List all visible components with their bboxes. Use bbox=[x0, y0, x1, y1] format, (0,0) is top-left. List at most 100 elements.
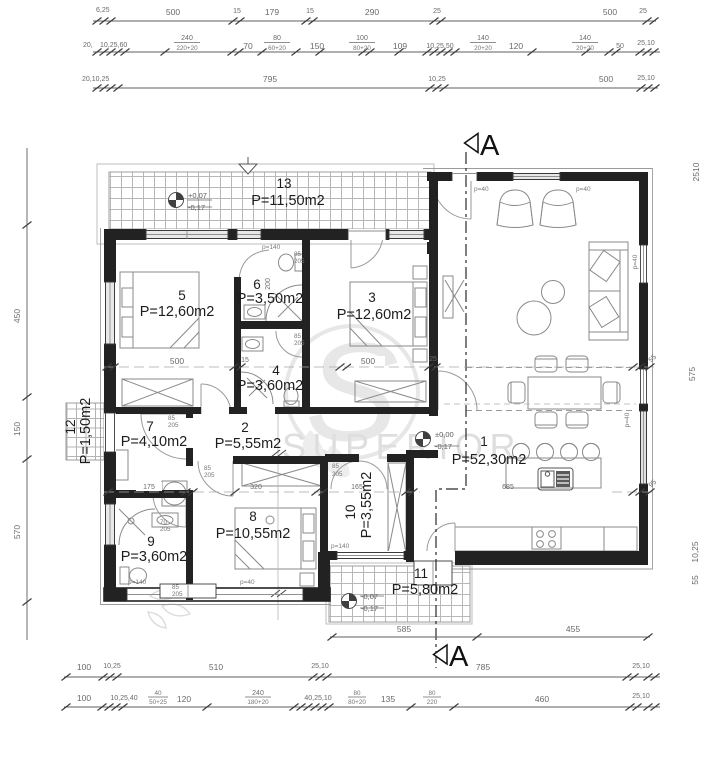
svg-text:85: 85 bbox=[172, 584, 180, 591]
svg-text:450: 450 bbox=[12, 309, 22, 323]
svg-text:100: 100 bbox=[356, 35, 368, 42]
svg-text:500: 500 bbox=[603, 7, 617, 17]
svg-text:p=140: p=140 bbox=[331, 543, 350, 550]
svg-text:11: 11 bbox=[414, 566, 428, 581]
svg-text:p=140: p=140 bbox=[262, 244, 281, 251]
svg-text:240: 240 bbox=[252, 690, 264, 697]
svg-text:A: A bbox=[449, 641, 469, 673]
svg-text:80: 80 bbox=[273, 35, 281, 42]
svg-text:13: 13 bbox=[276, 176, 291, 191]
svg-text:S: S bbox=[305, 313, 398, 470]
svg-text:P=3,55m2: P=3,55m2 bbox=[359, 472, 375, 539]
svg-text:25,10: 25,10 bbox=[311, 663, 329, 670]
svg-text:120: 120 bbox=[177, 694, 191, 704]
svg-text:140: 140 bbox=[579, 35, 591, 42]
svg-text:P=52,30m2: P=52,30m2 bbox=[452, 452, 527, 468]
svg-text:460: 460 bbox=[535, 694, 549, 704]
svg-text:80+20: 80+20 bbox=[353, 45, 371, 52]
svg-text:P=3,60m2: P=3,60m2 bbox=[237, 378, 304, 394]
svg-text:25: 25 bbox=[433, 8, 441, 15]
svg-text:85: 85 bbox=[204, 465, 212, 472]
svg-text:55: 55 bbox=[648, 354, 659, 365]
svg-text:P=12,60m2: P=12,60m2 bbox=[140, 304, 215, 320]
svg-text:95: 95 bbox=[648, 479, 659, 490]
svg-text:p=40: p=40 bbox=[240, 579, 255, 586]
svg-text:-0,17: -0,17 bbox=[188, 203, 205, 212]
svg-text:205: 205 bbox=[294, 258, 305, 265]
svg-text:-0,17: -0,17 bbox=[361, 604, 378, 613]
svg-text:510: 510 bbox=[209, 662, 223, 672]
svg-text:25,10: 25,10 bbox=[632, 663, 650, 670]
svg-text:12: 12 bbox=[63, 419, 78, 434]
svg-text:150: 150 bbox=[12, 422, 22, 436]
svg-text:50+25: 50+25 bbox=[149, 699, 167, 706]
svg-text:205: 205 bbox=[172, 591, 183, 598]
svg-text:500: 500 bbox=[361, 356, 375, 366]
svg-text:20+20: 20+20 bbox=[474, 45, 492, 52]
svg-text:±0,00: ±0,00 bbox=[435, 430, 454, 439]
svg-text:140: 140 bbox=[477, 35, 489, 42]
svg-text:20+20: 20+20 bbox=[576, 45, 594, 52]
svg-text:2: 2 bbox=[241, 420, 249, 435]
svg-text:P=11,50m2: P=11,50m2 bbox=[251, 193, 325, 209]
svg-text:7: 7 bbox=[146, 419, 154, 434]
svg-text:205: 205 bbox=[332, 471, 343, 478]
svg-text:100: 100 bbox=[77, 693, 91, 703]
svg-text:80+20: 80+20 bbox=[348, 699, 366, 706]
svg-text:25,10: 25,10 bbox=[632, 693, 650, 700]
svg-text:p=40: p=40 bbox=[576, 186, 591, 193]
svg-text:25,10: 25,10 bbox=[637, 75, 655, 82]
svg-text:205: 205 bbox=[168, 422, 179, 429]
svg-text:20,: 20, bbox=[83, 42, 93, 49]
svg-text:P=3,60m2: P=3,60m2 bbox=[121, 549, 188, 565]
svg-text:685: 685 bbox=[502, 484, 514, 491]
svg-text:10,25: 10,25 bbox=[428, 76, 446, 83]
svg-text:320: 320 bbox=[250, 484, 262, 491]
svg-text:25,10: 25,10 bbox=[637, 40, 655, 47]
svg-text:290: 290 bbox=[365, 7, 379, 17]
svg-text:55: 55 bbox=[690, 575, 700, 585]
svg-text:205: 205 bbox=[204, 472, 215, 479]
svg-text:785: 785 bbox=[476, 662, 490, 672]
svg-text:85: 85 bbox=[168, 415, 176, 422]
svg-text:70: 70 bbox=[243, 41, 253, 51]
svg-text:10,25,50: 10,25,50 bbox=[426, 43, 453, 50]
svg-text:p=40: p=40 bbox=[624, 412, 631, 427]
svg-text:10,25,40: 10,25,40 bbox=[110, 695, 137, 702]
svg-text:120: 120 bbox=[509, 41, 523, 51]
svg-text:2510: 2510 bbox=[691, 162, 701, 181]
svg-text:P=5,80m2: P=5,80m2 bbox=[392, 582, 459, 598]
svg-text:P=10,55m2: P=10,55m2 bbox=[216, 526, 291, 542]
svg-text:p=40: p=40 bbox=[632, 254, 639, 269]
svg-text:205: 205 bbox=[160, 526, 171, 533]
svg-text:10,25: 10,25 bbox=[103, 663, 121, 670]
svg-text:80: 80 bbox=[428, 690, 436, 697]
svg-text:109: 109 bbox=[393, 41, 407, 51]
svg-text:p=140: p=140 bbox=[128, 579, 147, 586]
svg-text:1: 1 bbox=[480, 434, 488, 449]
svg-text:4: 4 bbox=[272, 363, 280, 378]
svg-text:P=1,50m2: P=1,50m2 bbox=[78, 398, 94, 465]
svg-text:P=3,50m2: P=3,50m2 bbox=[237, 291, 304, 307]
svg-text:10: 10 bbox=[343, 504, 358, 519]
svg-text:455: 455 bbox=[566, 624, 580, 634]
svg-text:220+20: 220+20 bbox=[176, 45, 198, 52]
svg-text:40,25,10: 40,25,10 bbox=[304, 695, 331, 702]
svg-text:P=4,10m2: P=4,10m2 bbox=[121, 434, 188, 450]
svg-text:795: 795 bbox=[263, 74, 277, 84]
svg-text:8: 8 bbox=[249, 509, 257, 524]
svg-text:50: 50 bbox=[616, 43, 624, 50]
svg-text:25: 25 bbox=[639, 8, 647, 15]
svg-text:205: 205 bbox=[294, 340, 305, 347]
svg-text:-0,07: -0,07 bbox=[361, 592, 378, 601]
svg-text:+0,07: +0,07 bbox=[188, 191, 207, 200]
svg-text:500: 500 bbox=[170, 356, 184, 366]
svg-text:100: 100 bbox=[77, 662, 91, 672]
svg-text:10,25: 10,25 bbox=[690, 541, 700, 563]
svg-text:85: 85 bbox=[294, 333, 302, 340]
svg-text:179: 179 bbox=[265, 7, 279, 17]
svg-text:60+20: 60+20 bbox=[268, 45, 286, 52]
svg-text:575: 575 bbox=[687, 367, 697, 381]
svg-text:15: 15 bbox=[233, 8, 241, 15]
svg-text:9: 9 bbox=[147, 534, 155, 549]
